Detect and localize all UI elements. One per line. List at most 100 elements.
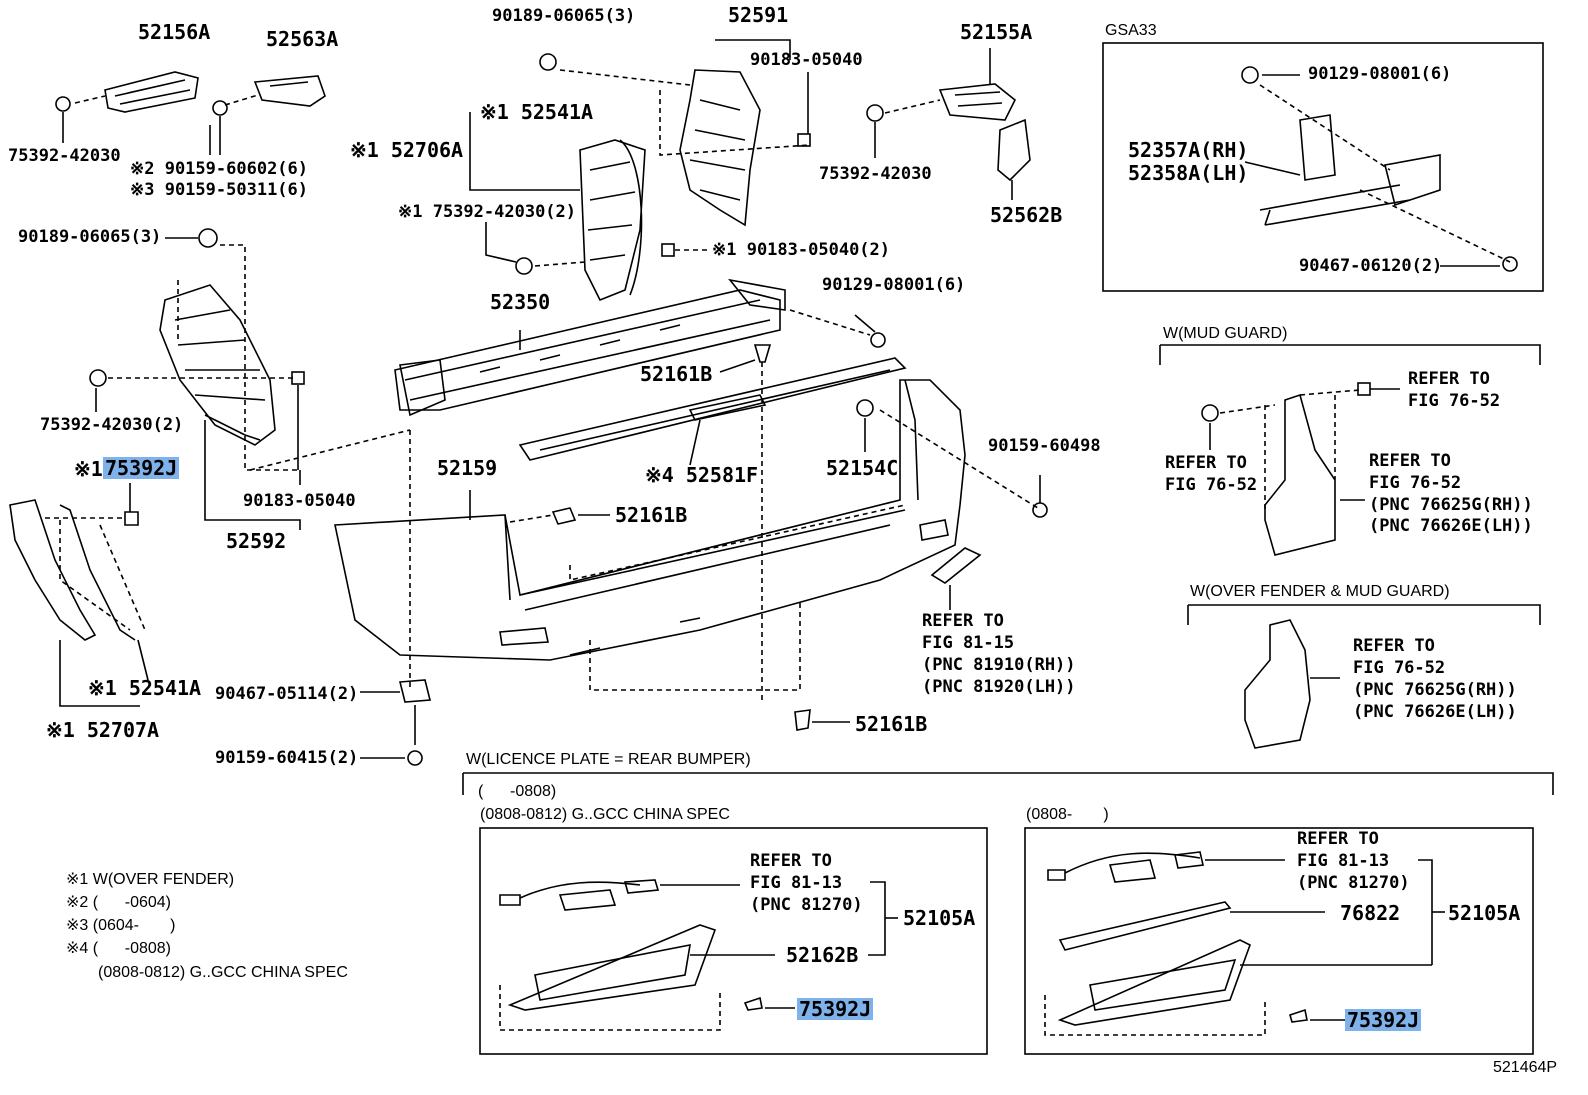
label-ast1-75392-42030-2: ※1 75392-42030(2) xyxy=(398,202,577,222)
label-75392-42030-right: 75392-42030 xyxy=(819,164,932,184)
licence-plate-header-bracket xyxy=(462,772,1554,795)
label-mud-guard-header: W(MUD GUARD) xyxy=(1163,325,1288,342)
label-52156A: 52156A xyxy=(138,20,211,44)
label-fig-76-52-of: FIG 76-52 xyxy=(1353,658,1446,678)
bracket-52563A-part xyxy=(212,75,326,155)
label-90159-60415: 90159-60415(2) xyxy=(215,748,359,768)
label-refer-to-mg2: REFER TO xyxy=(1165,453,1247,473)
label-52155A: 52155A xyxy=(960,20,1033,44)
label-pnc-76625G-2: (PNC 76625G(RH)) xyxy=(1353,680,1517,700)
label-fig-81-15: FIG 81-15 xyxy=(922,633,1015,653)
label-pnc-76626E-2: (PNC 76626E(LH)) xyxy=(1353,702,1517,722)
label-75392-42030-2-left: 75392-42030(2) xyxy=(40,415,184,435)
label-90467-05114: 90467-05114(2) xyxy=(215,684,359,704)
label-90183-05040-b: 90183-05040 xyxy=(243,491,356,511)
note-ast4: ※4 ( -0808) xyxy=(66,940,171,957)
bumper-cover-52159-part xyxy=(334,379,966,691)
label-ast1-52707A: ※1 52707A xyxy=(46,718,160,742)
label-90189-06065-left: 90189-06065(3) xyxy=(18,227,162,247)
label-refer-to-mg3: REFER TO xyxy=(1369,451,1451,471)
label-ast2-90159-60602: ※2 90159-60602(6) xyxy=(130,159,309,179)
label-ast3-90159-50311: ※3 90159-50311(6) xyxy=(130,180,309,200)
label-52105A-1: 52105A xyxy=(903,906,976,930)
label-52161B-a: 52161B xyxy=(640,362,713,386)
label-refer-to-of: REFER TO xyxy=(1353,636,1435,656)
figure-number: 521464P xyxy=(1493,1059,1558,1076)
label-75392J-highlight-2[interactable]: 75392J xyxy=(797,997,874,1021)
label-pnc-81270-b: (PNC 81270) xyxy=(1297,873,1410,893)
mud-guard-2-part xyxy=(1187,604,1541,749)
clip-52161B-middle-part xyxy=(509,507,610,525)
cover-52562B-part xyxy=(997,118,1031,200)
label-75392-42030-left: 75392-42030 xyxy=(8,146,121,166)
reinforcement-52350-part xyxy=(394,278,886,417)
gsa33-box xyxy=(1102,42,1544,292)
label-fig-81-13-b: FIG 81-13 xyxy=(1297,851,1390,871)
label-52592: 52592 xyxy=(226,529,287,553)
label-90189-06065-top: 90189-06065(3) xyxy=(492,6,636,26)
label-90129-08001: 90129-08001(6) xyxy=(822,275,966,295)
label-fig-76-52-mg1: FIG 76-52 xyxy=(1408,391,1501,411)
label-over-fender-header: W(OVER FENDER & MUD GUARD) xyxy=(1190,583,1450,600)
label-75392J-highlight-3[interactable]: 75392J xyxy=(1345,1008,1422,1032)
label-90467-06120: 90467-06120(2) xyxy=(1299,256,1443,276)
note-china-spec: (0808-0812) G..GCC CHINA SPEC xyxy=(98,964,348,981)
label-pnc-76626E-1: (PNC 76626E(LH)) xyxy=(1369,516,1533,536)
label-ast1-prefix: ※1 xyxy=(74,457,103,481)
label-52105A-2: 52105A xyxy=(1448,901,1521,925)
label-75392J-highlight-1[interactable]: 75392J xyxy=(103,456,180,480)
label-52161B-b: 52161B xyxy=(615,503,688,527)
label-licence-plate-header: W(LICENCE PLATE = REAR BUMPER) xyxy=(466,751,751,768)
label-52159: 52159 xyxy=(437,456,498,480)
label-52591: 52591 xyxy=(728,3,789,27)
note-ast1: ※1 W(OVER FENDER) xyxy=(66,871,235,888)
label-refer-to-mg1: REFER TO xyxy=(1408,369,1490,389)
label-52350: 52350 xyxy=(490,290,551,314)
label-ast1-52541A-bottom: ※1 52541A xyxy=(88,676,202,700)
retainer-52154C-part xyxy=(856,399,1048,518)
label-refer-to-81-15: REFER TO xyxy=(922,611,1004,631)
label-52161B-c: 52161B xyxy=(855,712,928,736)
note-ast3: ※3 (0604- ) xyxy=(66,917,176,934)
label-52154C: 52154C xyxy=(826,456,899,480)
label-ast1-90183-05040-2: ※1 90183-05040(2) xyxy=(712,240,891,260)
label-52358A: 52358A(LH) xyxy=(1128,161,1249,185)
label-fig-76-52-mg3: FIG 76-52 xyxy=(1369,473,1462,493)
bottom-bracket-part xyxy=(360,679,850,766)
label-ast4-52581F: ※4 52581F xyxy=(645,463,759,487)
note-ast2: ※2 ( -0604) xyxy=(66,894,171,911)
label-52162B: 52162B xyxy=(786,943,859,967)
label-90129-08001-box: 90129-08001(6) xyxy=(1308,64,1452,84)
label-range-china: (0808-0812) G..GCC CHINA SPEC xyxy=(480,806,730,823)
licence-box-2 xyxy=(1024,827,1534,1055)
bracket-52155A-part xyxy=(866,48,1017,158)
label-ast1-52541A-top: ※1 52541A xyxy=(480,100,594,124)
mud-guard-1-part xyxy=(1159,344,1541,556)
clip-52161B-part xyxy=(719,344,772,700)
side-molding-52707A-part xyxy=(9,483,149,707)
label-90183-05040-top: 90183-05040 xyxy=(750,50,863,70)
bracket-52592-part xyxy=(89,228,411,530)
label-90159-60498: 90159-60498 xyxy=(988,436,1101,456)
label-fig-76-52-mg2: FIG 76-52 xyxy=(1165,475,1258,495)
licence-box-1 xyxy=(479,827,988,1055)
bracket-52706A-part xyxy=(469,112,710,302)
label-pnc-81910: (PNC 81910(RH)) xyxy=(922,655,1076,675)
label-pnc-81920: (PNC 81920(LH)) xyxy=(922,677,1076,697)
label-76822: 76822 xyxy=(1340,901,1401,925)
label-ast1-52706A: ※1 52706A xyxy=(350,138,464,162)
label-52563A: 52563A xyxy=(266,27,339,51)
bracket-52156A-part xyxy=(55,71,199,143)
reflector-part xyxy=(930,547,982,610)
label-refer-to-81-13-a: REFER TO xyxy=(750,851,832,871)
label-52357A: 52357A(RH) xyxy=(1128,138,1249,162)
label-52562B: 52562B xyxy=(990,203,1063,227)
bracket-52591-part xyxy=(539,39,811,227)
label-range-0808-on: (0808- ) xyxy=(1026,806,1109,823)
label-refer-to-81-13-b: REFER TO xyxy=(1297,829,1379,849)
label-gsa33: GSA33 xyxy=(1105,22,1157,39)
label-range-0808: ( -0808) xyxy=(478,783,557,800)
label-pnc-81270-a: (PNC 81270) xyxy=(750,895,863,915)
step-plate-52581F-part xyxy=(518,357,907,466)
label-fig-81-13-a: FIG 81-13 xyxy=(750,873,843,893)
